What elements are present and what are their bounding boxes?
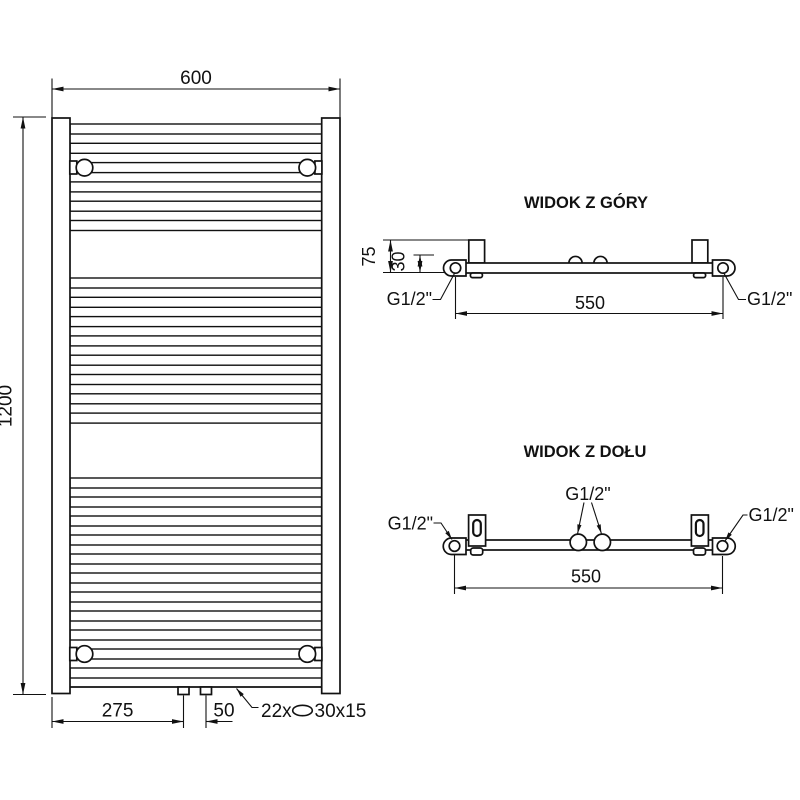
tube-annotation: 22x 30x15	[236, 688, 367, 722]
bottom-dimensions: 275 50	[51, 695, 235, 728]
bottom-view-spacing-dimension: 550	[453, 554, 724, 594]
bottom-view-left-port-label: G1/2"	[388, 514, 433, 534]
bottom-view-left-bracket-foot	[469, 547, 484, 556]
top-view-spacing-dimension: 550	[454, 277, 724, 319]
radiator-tube	[69, 534, 323, 546]
depth-dimension-label: 75	[359, 246, 379, 266]
radiator-tube	[69, 142, 323, 155]
bottom-view-title: WIDOK Z DOŁU	[524, 443, 647, 461]
bottom-spacing-dimension-label: 50	[213, 701, 234, 722]
left-connection-stub	[177, 686, 190, 696]
radiator-tube	[69, 629, 323, 641]
top-left-bracket-circle	[75, 158, 94, 177]
top-view-left-bracket	[467, 239, 486, 264]
radiator-tube	[69, 219, 323, 232]
tube-group	[69, 123, 323, 679]
radiator-tube	[69, 553, 323, 565]
right-collector	[320, 117, 341, 695]
bottom-view-spacing-label: 550	[571, 567, 601, 587]
width-dimension-label: 600	[180, 68, 212, 89]
bottom-view-center-port-right	[593, 533, 612, 552]
top-view-title: WIDOK Z GÓRY	[524, 193, 648, 212]
radiator-tube	[69, 123, 323, 135]
radiator-tube	[69, 335, 323, 347]
top-right-bracket-circle	[298, 158, 317, 177]
height-dimension-label: 1200	[0, 385, 17, 427]
radiator-tube	[69, 648, 323, 660]
radiator-tube	[69, 315, 323, 328]
top-view-left-port-label: G1/2"	[387, 289, 432, 309]
top-view-tube-bar	[454, 262, 724, 274]
bottom-view: WIDOK Z DOŁU G1/2" G1/2" G1/2"	[388, 443, 794, 594]
radiator-tube	[69, 610, 323, 622]
top-view: WIDOK Z GÓRY 75 30	[359, 193, 792, 319]
radiator-tube	[69, 200, 323, 212]
radiator-tube	[69, 181, 323, 193]
radiator-tube	[69, 667, 323, 679]
bottom-view-right-bracket-slot	[694, 518, 705, 538]
bottom-view-center-port-left	[569, 533, 588, 552]
bottom-view-tube-bar	[454, 539, 724, 551]
top-view-center-bump-left	[568, 255, 583, 264]
radiator-tube	[69, 515, 323, 527]
radiator-tube	[69, 412, 323, 424]
top-view-right-bracket-foot	[692, 272, 707, 279]
bottom-view-right-bracket-foot	[692, 547, 707, 556]
offset-dimension: 30	[389, 251, 434, 273]
bottom-view-left-port-leader	[433, 522, 453, 540]
right-connection-stub	[199, 686, 213, 696]
radiator-tube	[69, 296, 323, 308]
top-view-right-bracket	[691, 239, 709, 264]
width-dimension: 600	[51, 68, 341, 118]
bottom-view-left-bracket-slot	[472, 518, 482, 538]
center-port-leader-left	[577, 502, 585, 534]
bottom-right-bracket-circle	[298, 644, 317, 664]
radiator-tube	[69, 373, 323, 386]
top-view-center-bump-right	[593, 255, 608, 264]
front-view: 600 1200 275 50 22x 30x15	[0, 68, 366, 728]
top-view-right-port-leader	[723, 272, 746, 301]
height-dimension: 1200	[0, 116, 46, 696]
top-view-left-bracket-foot	[469, 272, 484, 279]
top-view-right-port-label: G1/2"	[747, 289, 792, 309]
radiator-tube	[69, 393, 323, 405]
oval-profile-icon	[291, 704, 314, 717]
radiator-tube	[69, 496, 323, 508]
radiator-tube	[69, 277, 323, 289]
radiator-tube	[69, 591, 323, 603]
bottom-view-right-port-label: G1/2"	[749, 505, 794, 525]
radiator-tube	[69, 477, 323, 489]
bottom-view-center-ports-label: G1/2"	[565, 484, 610, 504]
center-port-leader-right	[590, 502, 602, 534]
radiator-tube	[69, 572, 323, 584]
tube-size-label: 30x15	[315, 701, 367, 722]
bottom-view-right-port-leader	[724, 514, 748, 542]
tube-count-label: 22x	[261, 701, 292, 722]
top-view-left-port-leader	[432, 272, 456, 301]
top-view-right-port-circle	[716, 261, 730, 275]
bottom-view-left-port-circle	[448, 539, 461, 553]
depth-dimension: 75	[359, 239, 469, 274]
offset-dimension-label: 30	[389, 251, 409, 271]
top-view-spacing-label: 550	[575, 293, 605, 313]
left-collector	[51, 117, 71, 695]
top-view-left-port-circle	[449, 261, 462, 275]
radiator-tube	[69, 354, 323, 366]
radiator-tube	[69, 161, 323, 174]
bottom-offset-dimension-label: 275	[102, 701, 134, 722]
bottom-left-bracket-circle	[75, 644, 94, 664]
bottom-view-right-port-circle	[716, 539, 729, 553]
